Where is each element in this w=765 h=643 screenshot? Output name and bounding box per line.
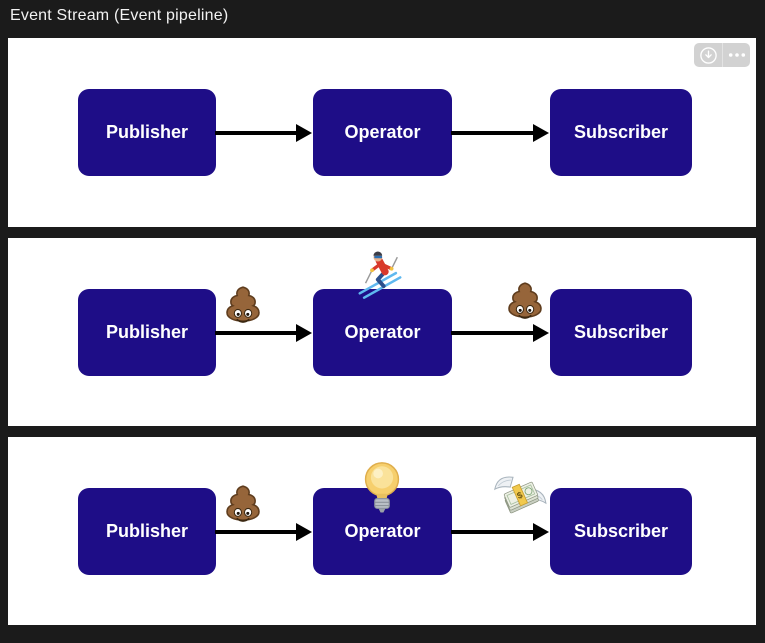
output-toolbar [694, 43, 750, 67]
poop-emoji-icon [502, 280, 548, 326]
money-with-wings-emoji-icon: $ [492, 471, 548, 520]
node-subscriber: Subscriber [550, 488, 692, 575]
download-button[interactable] [694, 43, 722, 67]
page-title: Event Stream (Event pipeline) [10, 7, 229, 24]
node-operator: Operator [313, 289, 452, 376]
arrow-publisher-operator [215, 324, 312, 342]
node-label: Subscriber [573, 122, 669, 142]
ellipsis-icon [728, 53, 745, 57]
diagram-panel-2: Publisher Operator Subscriber [8, 238, 756, 426]
more-options-button[interactable] [722, 43, 750, 67]
skier-emoji-icon [354, 250, 406, 302]
poop-emoji-icon [220, 284, 266, 330]
node-subscriber: Subscriber [550, 89, 692, 176]
svg-text:$: $ [515, 490, 524, 501]
node-label: Publisher [105, 322, 189, 342]
node-label: Publisher [105, 122, 189, 142]
node-label: Publisher [105, 521, 189, 541]
node-label: Operator [344, 122, 421, 142]
node-label: Operator [344, 521, 421, 541]
node-publisher: Publisher [78, 488, 216, 575]
node-subscriber: Subscriber [550, 289, 692, 376]
arrow-operator-subscriber [451, 124, 549, 142]
node-label: Subscriber [573, 521, 669, 541]
arrow-publisher-operator [215, 124, 312, 142]
arrow-operator-subscriber [451, 324, 549, 342]
download-icon [699, 46, 717, 64]
node-publisher: Publisher [78, 89, 216, 176]
diagram-panel-1: Publisher Operator Subscriber [8, 38, 756, 227]
light-bulb-emoji-icon [360, 459, 404, 517]
node-operator: Operator [313, 89, 452, 176]
arrow-operator-subscriber [451, 523, 549, 541]
node-label: Operator [344, 322, 421, 342]
node-label: Subscriber [573, 322, 669, 342]
node-publisher: Publisher [78, 289, 216, 376]
arrow-publisher-operator [215, 523, 312, 541]
diagram-panel-3: Publisher Operator Subscriber [8, 437, 756, 625]
poop-emoji-icon [220, 483, 266, 529]
